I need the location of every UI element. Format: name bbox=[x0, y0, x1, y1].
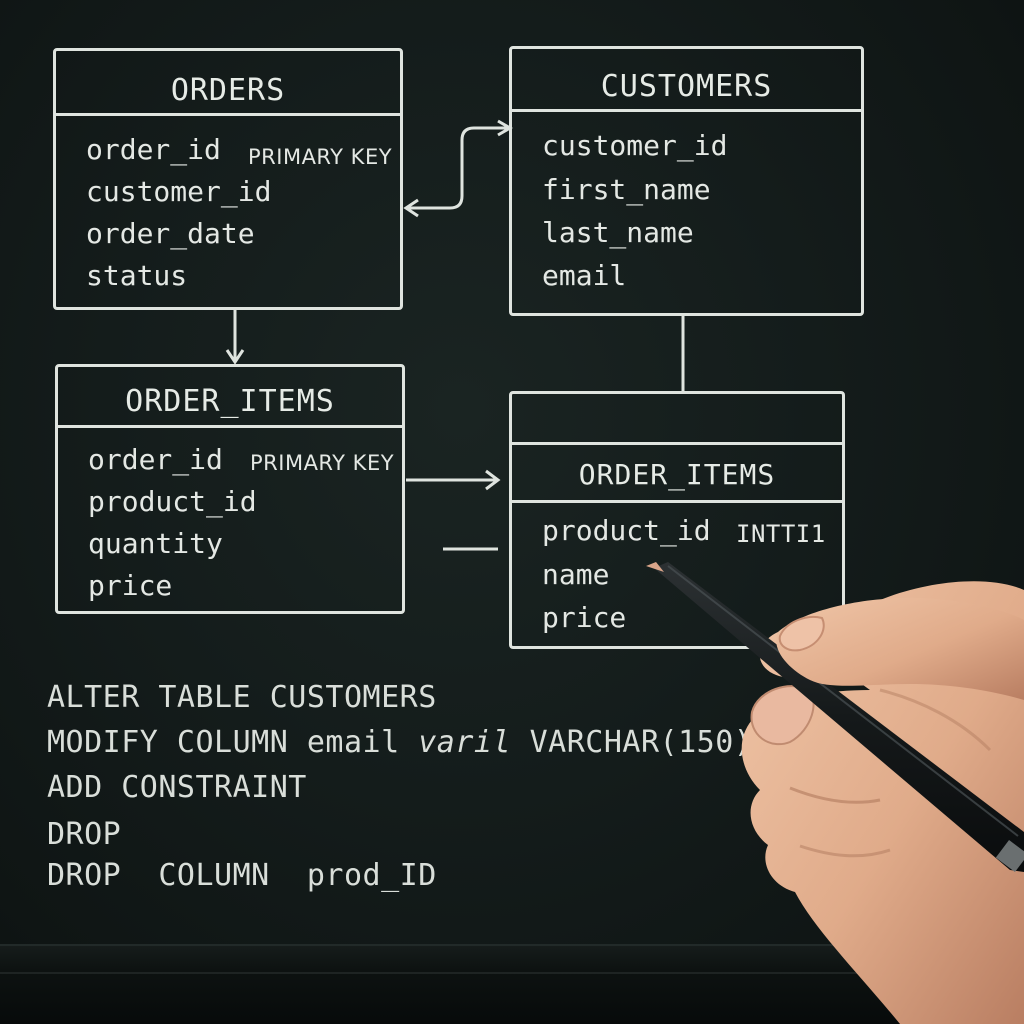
finger-crease-3 bbox=[879, 688, 992, 752]
sql-line-drop-column: DROP COLUMN prod_ID bbox=[47, 858, 437, 893]
orders-primary-key-label: PRIMARY KEY bbox=[248, 145, 393, 169]
order-items-right-type-label: INTTI1 bbox=[736, 520, 826, 548]
screen-bezel bbox=[0, 944, 1024, 1024]
hand-palm bbox=[741, 581, 1024, 1024]
customers-field-first-name: first_name bbox=[542, 173, 711, 206]
orders-field-order-id: order_id bbox=[86, 133, 221, 166]
finger-crease-2 bbox=[799, 844, 891, 858]
sql-line-modify-column: MODIFY COLUMN email varil VARCHAR(150); bbox=[47, 725, 771, 760]
index-finger bbox=[776, 597, 1024, 700]
customers-table: CUSTOMERS customer_id first_name last_na… bbox=[509, 46, 864, 316]
order-items-left-table: ORDER_ITEMS order_id PRIMARY KEY product… bbox=[55, 364, 405, 614]
order-items-right-field-price: price bbox=[542, 601, 627, 634]
sql-line-drop: DROP bbox=[47, 817, 122, 852]
order-items-right-field-name: name bbox=[542, 558, 610, 591]
customers-field-customer-id: customer_id bbox=[542, 129, 728, 162]
orders-divider bbox=[56, 113, 400, 116]
sql-modify-column-type: VARCHAR(150); bbox=[529, 725, 771, 760]
stylus-body bbox=[654, 562, 1024, 872]
orders-field-customer-id: customer_id bbox=[86, 175, 272, 208]
order-items-left-divider bbox=[58, 425, 402, 428]
order-items-right-table: ORDER_ITEMS product_id INTTI1 name price bbox=[509, 391, 845, 649]
customers-divider bbox=[512, 109, 861, 112]
arrowhead-down bbox=[225, 349, 245, 365]
orders-field-order-date: order_date bbox=[86, 217, 255, 250]
sql-line-add-constraint: ADD CONSTRAINT bbox=[47, 770, 307, 805]
stylus-highlight bbox=[667, 565, 1019, 837]
order-items-left-primary-key-label: PRIMARY KEY bbox=[250, 451, 395, 475]
orders-table: ORDERS order_id PRIMARY KEY customer_id … bbox=[53, 48, 403, 310]
order-items-right-field-product-id: product_id bbox=[542, 514, 711, 547]
finger-crease-1 bbox=[789, 786, 881, 804]
index-fingernail bbox=[778, 616, 825, 652]
order-items-right-top-divider bbox=[512, 442, 842, 445]
orders-title: ORDERS bbox=[170, 73, 286, 108]
customers-field-last-name: last_name bbox=[542, 216, 694, 249]
orders-customers-relation bbox=[408, 126, 508, 210]
arrowhead-right-2 bbox=[485, 469, 501, 491]
stylus-tip bbox=[646, 562, 664, 572]
orders-field-status: status bbox=[86, 259, 188, 292]
stylus-cap-band bbox=[995, 839, 1024, 873]
order-items-left-field-quantity: quantity bbox=[88, 527, 223, 560]
arrowhead-left bbox=[403, 198, 419, 218]
order-items-right-title: ORDER_ITEMS bbox=[578, 458, 776, 491]
thumb-nail bbox=[750, 685, 815, 746]
order-items-left-field-order-id: order_id bbox=[88, 443, 223, 476]
sql-line-alter-table: ALTER TABLE CUSTOMERS bbox=[47, 680, 437, 715]
order-items-right-divider bbox=[512, 500, 842, 503]
order-items-left-title: ORDER_ITEMS bbox=[125, 384, 335, 419]
order-items-left-field-price: price bbox=[88, 569, 173, 602]
sql-modify-column-typo: varil bbox=[418, 725, 512, 760]
customers-title: CUSTOMERS bbox=[600, 69, 773, 104]
customers-field-email: email bbox=[542, 259, 627, 292]
order-items-left-field-product-id: product_id bbox=[88, 485, 257, 518]
bezel-edge bbox=[0, 972, 1024, 974]
sql-modify-column-text: MODIFY COLUMN email bbox=[47, 725, 400, 760]
